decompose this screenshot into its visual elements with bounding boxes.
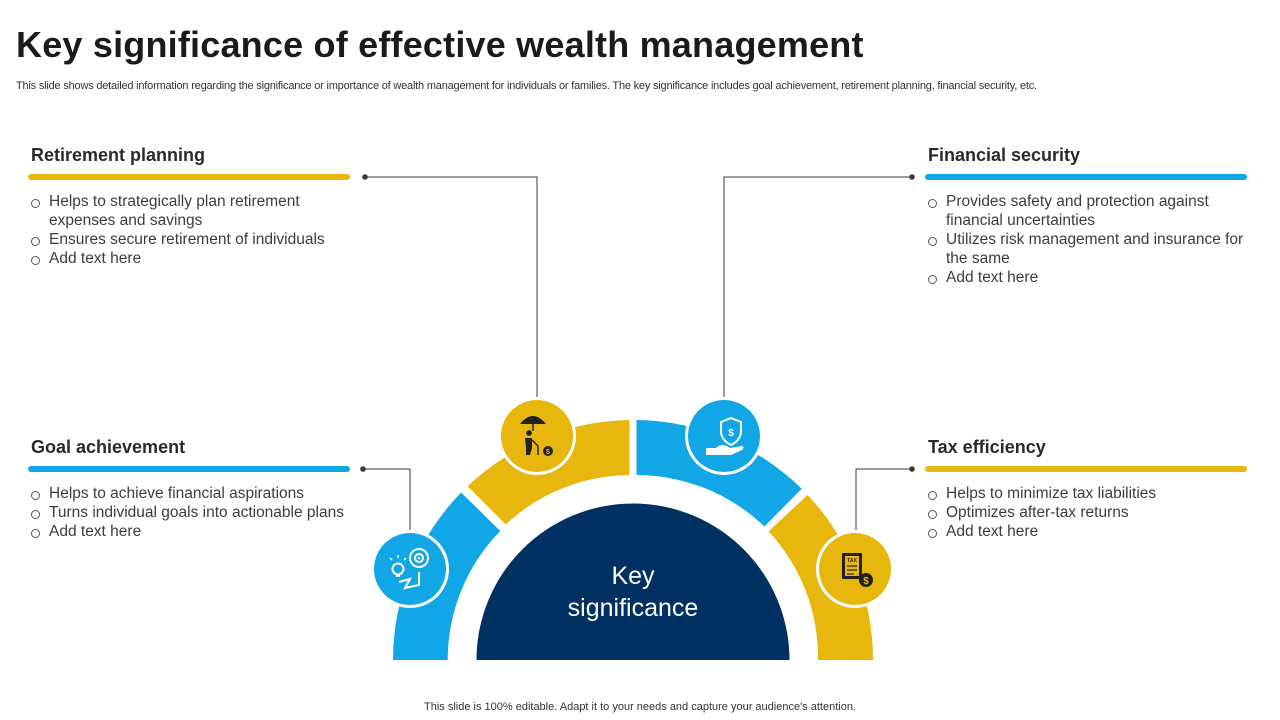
center-semicircle xyxy=(476,503,790,660)
goal-lightbulb-target-icon xyxy=(371,530,449,608)
connector-goal xyxy=(363,468,411,533)
bullet-item: Add text here xyxy=(925,268,1247,287)
shield-money-symbol: $ xyxy=(728,428,734,439)
section-tax-efficiency: Tax efficiency Helps to minimize tax lia… xyxy=(925,437,1247,541)
bullet-item: Helps to strategically plan retirement e… xyxy=(28,192,350,230)
section-goal-achievement: Goal achievement Helps to achieve financ… xyxy=(28,437,350,541)
bullet-item: Add text here xyxy=(925,522,1247,541)
connector-financial xyxy=(723,176,912,400)
connector-lines xyxy=(363,176,912,533)
connector-dot xyxy=(360,466,366,472)
retirement-umbrella-icon: $ xyxy=(498,397,576,475)
connector-dot xyxy=(362,174,368,180)
connector-dot xyxy=(909,466,915,472)
connector-dot xyxy=(909,174,915,180)
section-heading: Tax efficiency xyxy=(928,437,1046,457)
footer-note: This slide is 100% editable. Adapt it to… xyxy=(424,701,856,713)
bullet-item: Add text here xyxy=(28,249,350,268)
bullet-list: Helps to strategically plan retirement e… xyxy=(28,192,350,268)
section-heading: Goal achievement xyxy=(31,437,186,457)
section-underline xyxy=(925,174,1247,180)
bullet-item: Ensures secure retirement of individuals xyxy=(28,230,350,249)
bullet-list: Helps to minimize tax liabilities Optimi… xyxy=(925,484,1247,541)
retirement-coin-symbol: $ xyxy=(546,449,550,456)
section-heading: Financial security xyxy=(928,145,1081,165)
section-underline xyxy=(28,466,350,472)
tax-label: TAX xyxy=(847,558,857,564)
shield-hand-money-icon: $ xyxy=(685,397,763,475)
bullet-item: Add text here xyxy=(28,522,350,541)
bullet-list: Helps to achieve financial aspirations T… xyxy=(28,484,350,541)
connector-tax xyxy=(855,468,912,533)
section-financial-security: Financial security Provides safety and p… xyxy=(925,145,1247,287)
section-heading: Retirement planning xyxy=(31,145,206,165)
tax-coin-symbol: $ xyxy=(863,576,869,587)
section-underline xyxy=(28,174,350,180)
section-retirement-planning: Retirement planning Helps to strategical… xyxy=(28,145,350,268)
center-label-line2: significance xyxy=(568,594,699,622)
bullet-item: Turns individual goals into actionable p… xyxy=(28,503,350,522)
connector-retirement xyxy=(365,176,538,400)
bullet-item: Helps to achieve financial aspirations xyxy=(28,484,350,503)
bullet-item: Optimizes after-tax returns xyxy=(925,503,1247,522)
bullet-item: Provides safety and protection against f… xyxy=(925,192,1247,230)
section-underline xyxy=(925,466,1247,472)
bullet-item: Helps to minimize tax liabilities xyxy=(925,484,1247,503)
bullet-list: Provides safety and protection against f… xyxy=(925,192,1247,287)
bullet-item: Utilizes risk management and insurance f… xyxy=(925,230,1247,268)
tax-document-coin-icon: TAX $ xyxy=(816,530,894,608)
page-title: Key significance of effective wealth man… xyxy=(16,24,864,65)
center-label-line1: Key xyxy=(611,562,655,590)
page-subtitle: This slide shows detailed information re… xyxy=(16,80,1037,92)
